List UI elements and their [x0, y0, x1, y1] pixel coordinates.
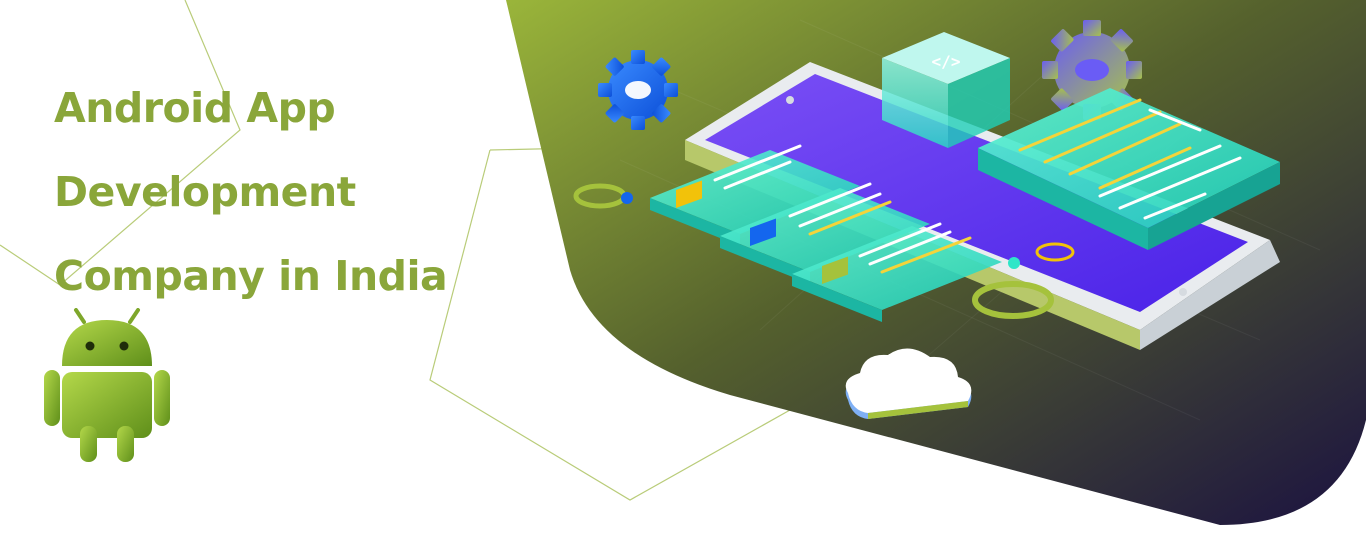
content-card	[650, 144, 860, 246]
svg-text:</>: </>	[932, 52, 961, 71]
code-brackets-icon: </>	[882, 32, 1010, 148]
headline-line-2: Development	[54, 168, 356, 216]
android-robot-icon	[44, 308, 170, 462]
content-card	[792, 222, 1002, 322]
content-card	[720, 182, 930, 284]
headline-line-3: Company in India	[54, 252, 448, 300]
headline-line-1: Android App	[54, 84, 336, 132]
page-title: Android App Development Company in India	[54, 66, 474, 318]
document-card-large	[978, 88, 1280, 250]
cloud-icon	[845, 348, 972, 419]
gear-icon	[598, 50, 678, 130]
app-development-illustration: </>	[506, 0, 1366, 525]
